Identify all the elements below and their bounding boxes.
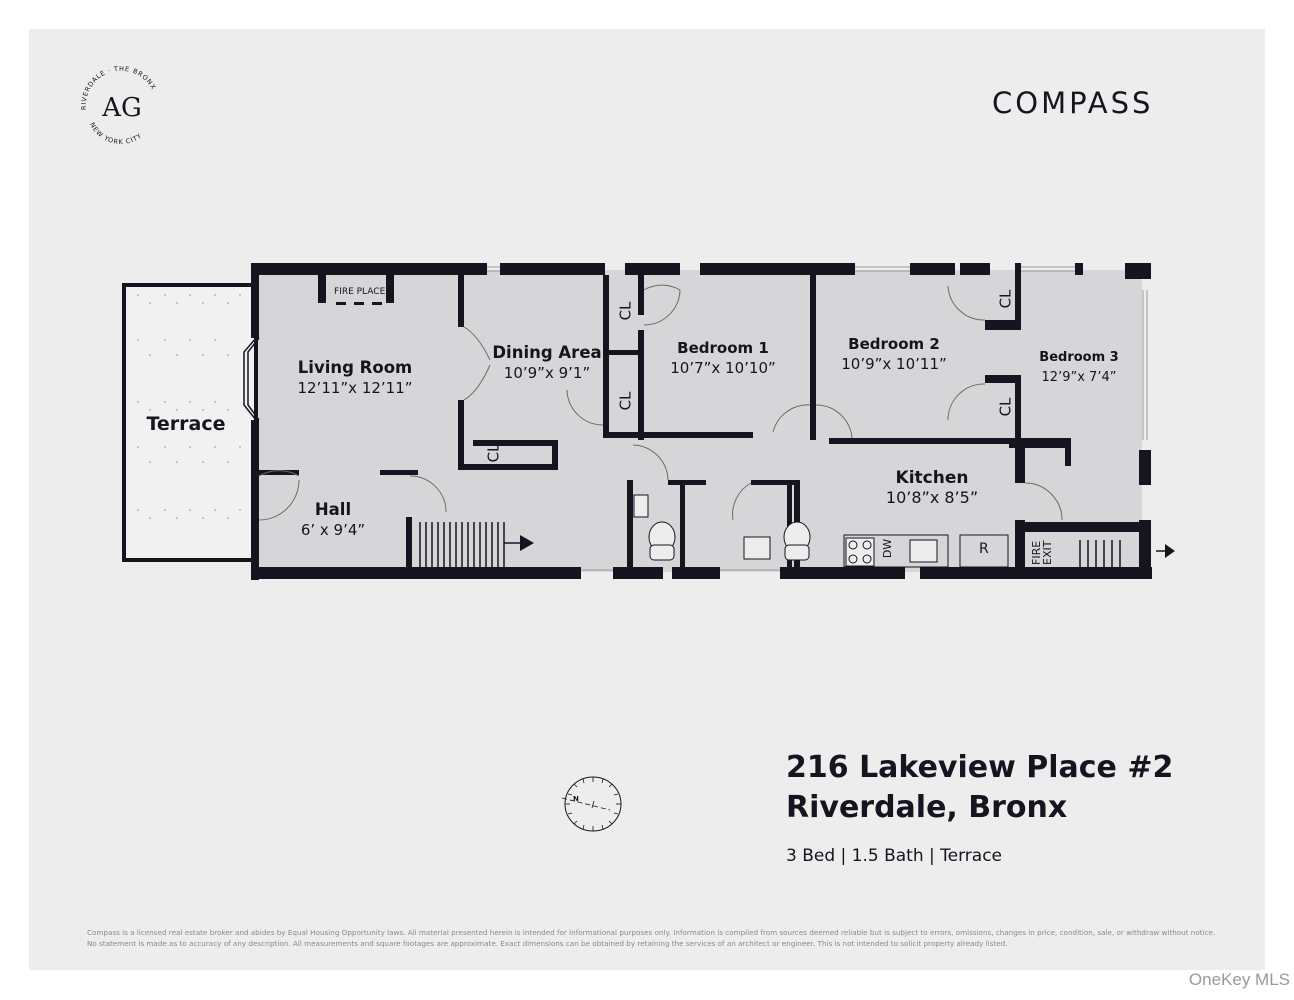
svg-text:N: N bbox=[573, 795, 579, 803]
room-kitchen: Kitchen 10’8”x 8’5” bbox=[885, 468, 979, 507]
fire-exit-label: FIRE EXIT bbox=[1030, 540, 1054, 565]
refrigerator-label: R bbox=[979, 541, 989, 557]
terrace-area bbox=[122, 283, 258, 562]
closet-label: CL bbox=[996, 397, 1015, 417]
room-bedroom-2: Bedroom 2 10’9”x 10’11” bbox=[841, 335, 947, 373]
address-line-1: 216 Lakeview Place #2 bbox=[786, 750, 1174, 785]
mls-watermark: OneKey MLS bbox=[1188, 970, 1290, 989]
listing-features: 3 Bed | 1.5 Bath | Terrace bbox=[786, 846, 1003, 866]
svg-text:AG: AG bbox=[101, 93, 142, 123]
closet-label: CL bbox=[996, 289, 1015, 309]
ag-logo: RIVERDALE · THE BRONX NEW YORK CITY AG bbox=[72, 65, 172, 152]
closet-label: CL bbox=[484, 443, 503, 463]
closet-label: CL bbox=[616, 391, 635, 411]
legal-disclaimer: Compass is a licensed real estate broker… bbox=[87, 928, 1216, 948]
room-bedroom-3: Bedroom 3 12’9”x 7’4” bbox=[1039, 350, 1119, 385]
room-hall: Hall 6’ x 9’4” bbox=[300, 500, 366, 539]
address-line-2: Riverdale, Bronx bbox=[786, 790, 1068, 825]
room-dining-area: Dining Area 10’9”x 9’1” bbox=[492, 343, 602, 382]
closet-label: CL bbox=[616, 301, 635, 321]
fireplace-label: FIRE PLACE bbox=[334, 287, 386, 297]
room-terrace: Terrace bbox=[146, 413, 226, 435]
room-bedroom-1: Bedroom 1 10’7”x 10’10” bbox=[670, 339, 776, 377]
brokerage-logo: COMPASS bbox=[992, 86, 1154, 120]
north-compass-icon: N bbox=[561, 776, 622, 832]
room-living-room: Living Room 12’11”x 12’11” bbox=[297, 358, 413, 397]
listing-address: 216 Lakeview Place #2 Riverdale, Bronx bbox=[786, 748, 1173, 828]
dishwasher-label: DW bbox=[881, 538, 895, 559]
